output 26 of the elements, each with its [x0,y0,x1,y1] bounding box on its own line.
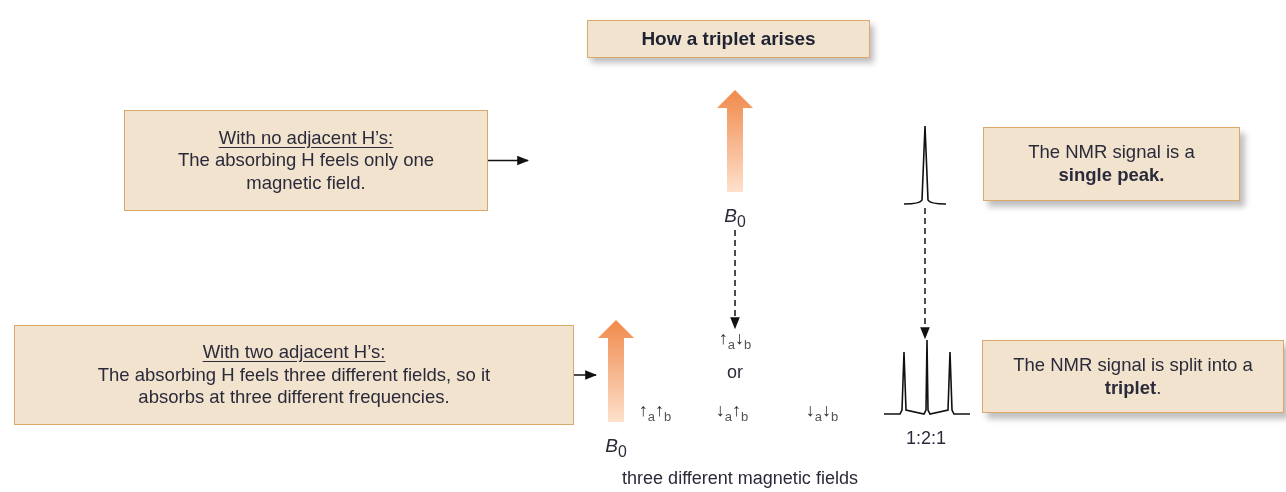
box-text: The absorbing H feels three different fields, so it absorbs at three different frequencies. [96,363,492,409]
arrow [920,207,930,340]
text-box [14,325,574,425]
text-box [982,340,1284,413]
spin-state-label: ↑$_{a}$↑$_{b}$ [638,400,672,424]
box-text: The absorbing H feels only one magnetic field. [176,149,436,195]
arrow [487,155,530,166]
arrow [573,370,598,380]
box-text: The NMR signal is split into a triplet. [1013,353,1253,400]
field-label: B$_{0}$ [605,436,627,460]
box-text: The NMR signal is a single peak. [1027,141,1196,187]
spin-state-label: ↑$_{a}$↓$_{b}$ [718,328,752,352]
caption-text: three different magnetic fields [622,468,858,489]
field-label: B$_{0}$ [724,206,746,230]
box-heading: With no adjacent H’s: [218,126,394,150]
title-box: How a triplet arises [587,20,870,58]
text-box [124,110,488,211]
single-peak-drawing [902,124,948,208]
spin-state-label: ↓$_{a}$↓$_{b}$ [805,400,839,424]
box-heading: With two adjacent H’s: [202,341,386,364]
caption-text: or [727,362,743,383]
text-box [983,127,1240,201]
arrow [730,229,740,330]
ratio-label: 1:2:1 [906,428,946,449]
triplet-peaks-drawing [882,338,972,418]
spin-state-label: ↓$_{a}$↑$_{b}$ [715,400,749,424]
